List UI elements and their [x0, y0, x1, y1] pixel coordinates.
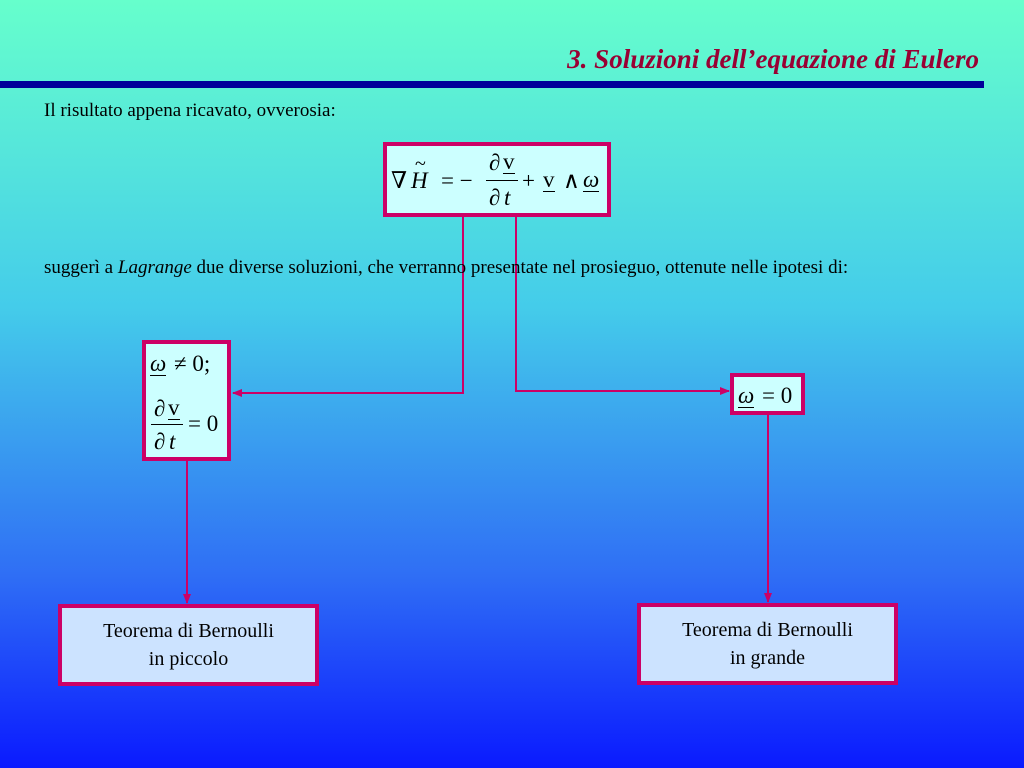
lagrange-name: Lagrange	[117, 257, 192, 278]
condition-vorticity-nonzero-box: ω ≠ 0; ∂ v ∂ t = 0	[142, 340, 231, 461]
result-line: in piccolo	[148, 648, 229, 670]
tilde-accent: ~	[415, 153, 426, 175]
neq-zero: ≠ 0;	[174, 351, 211, 376]
arrow-to-left-condition	[232, 217, 464, 397]
partial-symbol: ∂	[154, 429, 166, 454]
bernoulli-grande-box: Teorema di Bernoulli in grande	[637, 603, 898, 685]
title-rule	[0, 81, 984, 88]
eq-zero: = 0	[762, 383, 793, 408]
velocity-symbol: v	[503, 149, 515, 174]
velocity-symbol: v	[168, 395, 180, 420]
wedge-symbol: ∧	[563, 168, 580, 193]
plus-symbol: +	[522, 168, 535, 193]
time-symbol: t	[504, 185, 511, 210]
intro-text: Il risultato appena ricavato, ovverosia:	[44, 100, 336, 121]
time-symbol: t	[169, 429, 176, 454]
h-tilde-symbol: H	[411, 168, 428, 193]
paragraph-part: due diverse soluzioni, che verranno pres…	[191, 257, 849, 278]
arrow-to-right-condition	[515, 217, 730, 395]
slide-title: 3. Soluzioni dell’equazione di Eulero	[567, 44, 979, 74]
eq-zero: = 0	[188, 411, 219, 436]
fraction-bar	[151, 424, 183, 425]
velocity-symbol: v	[543, 167, 555, 192]
condition-vorticity-zero-box: ω = 0	[730, 373, 805, 415]
nabla-symbol: ∇	[391, 168, 408, 193]
result-line: in grande	[730, 647, 805, 669]
result-line: Teorema di Bernoulli	[103, 620, 274, 642]
omega-symbol: ω	[583, 167, 600, 192]
fraction-bar	[486, 180, 518, 181]
partial-symbol: ∂	[489, 185, 501, 210]
omega-symbol: ω	[150, 351, 167, 376]
result-line: Teorema di Bernoulli	[682, 619, 853, 641]
bernoulli-piccolo-box: Teorema di Bernoulli in piccolo	[58, 604, 319, 686]
paragraph-part: suggerì a	[44, 257, 118, 278]
partial-symbol: ∂	[154, 396, 166, 421]
partial-symbol: ∂	[489, 150, 501, 175]
equals-minus: = −	[441, 168, 473, 193]
omega-symbol: ω	[738, 383, 755, 408]
euler-equation-box: ∇ H ~ = − ∂ v ∂ t + v ∧ ω	[383, 142, 611, 217]
paragraph: suggerì a Lagrange due diverse soluzioni…	[44, 253, 960, 283]
